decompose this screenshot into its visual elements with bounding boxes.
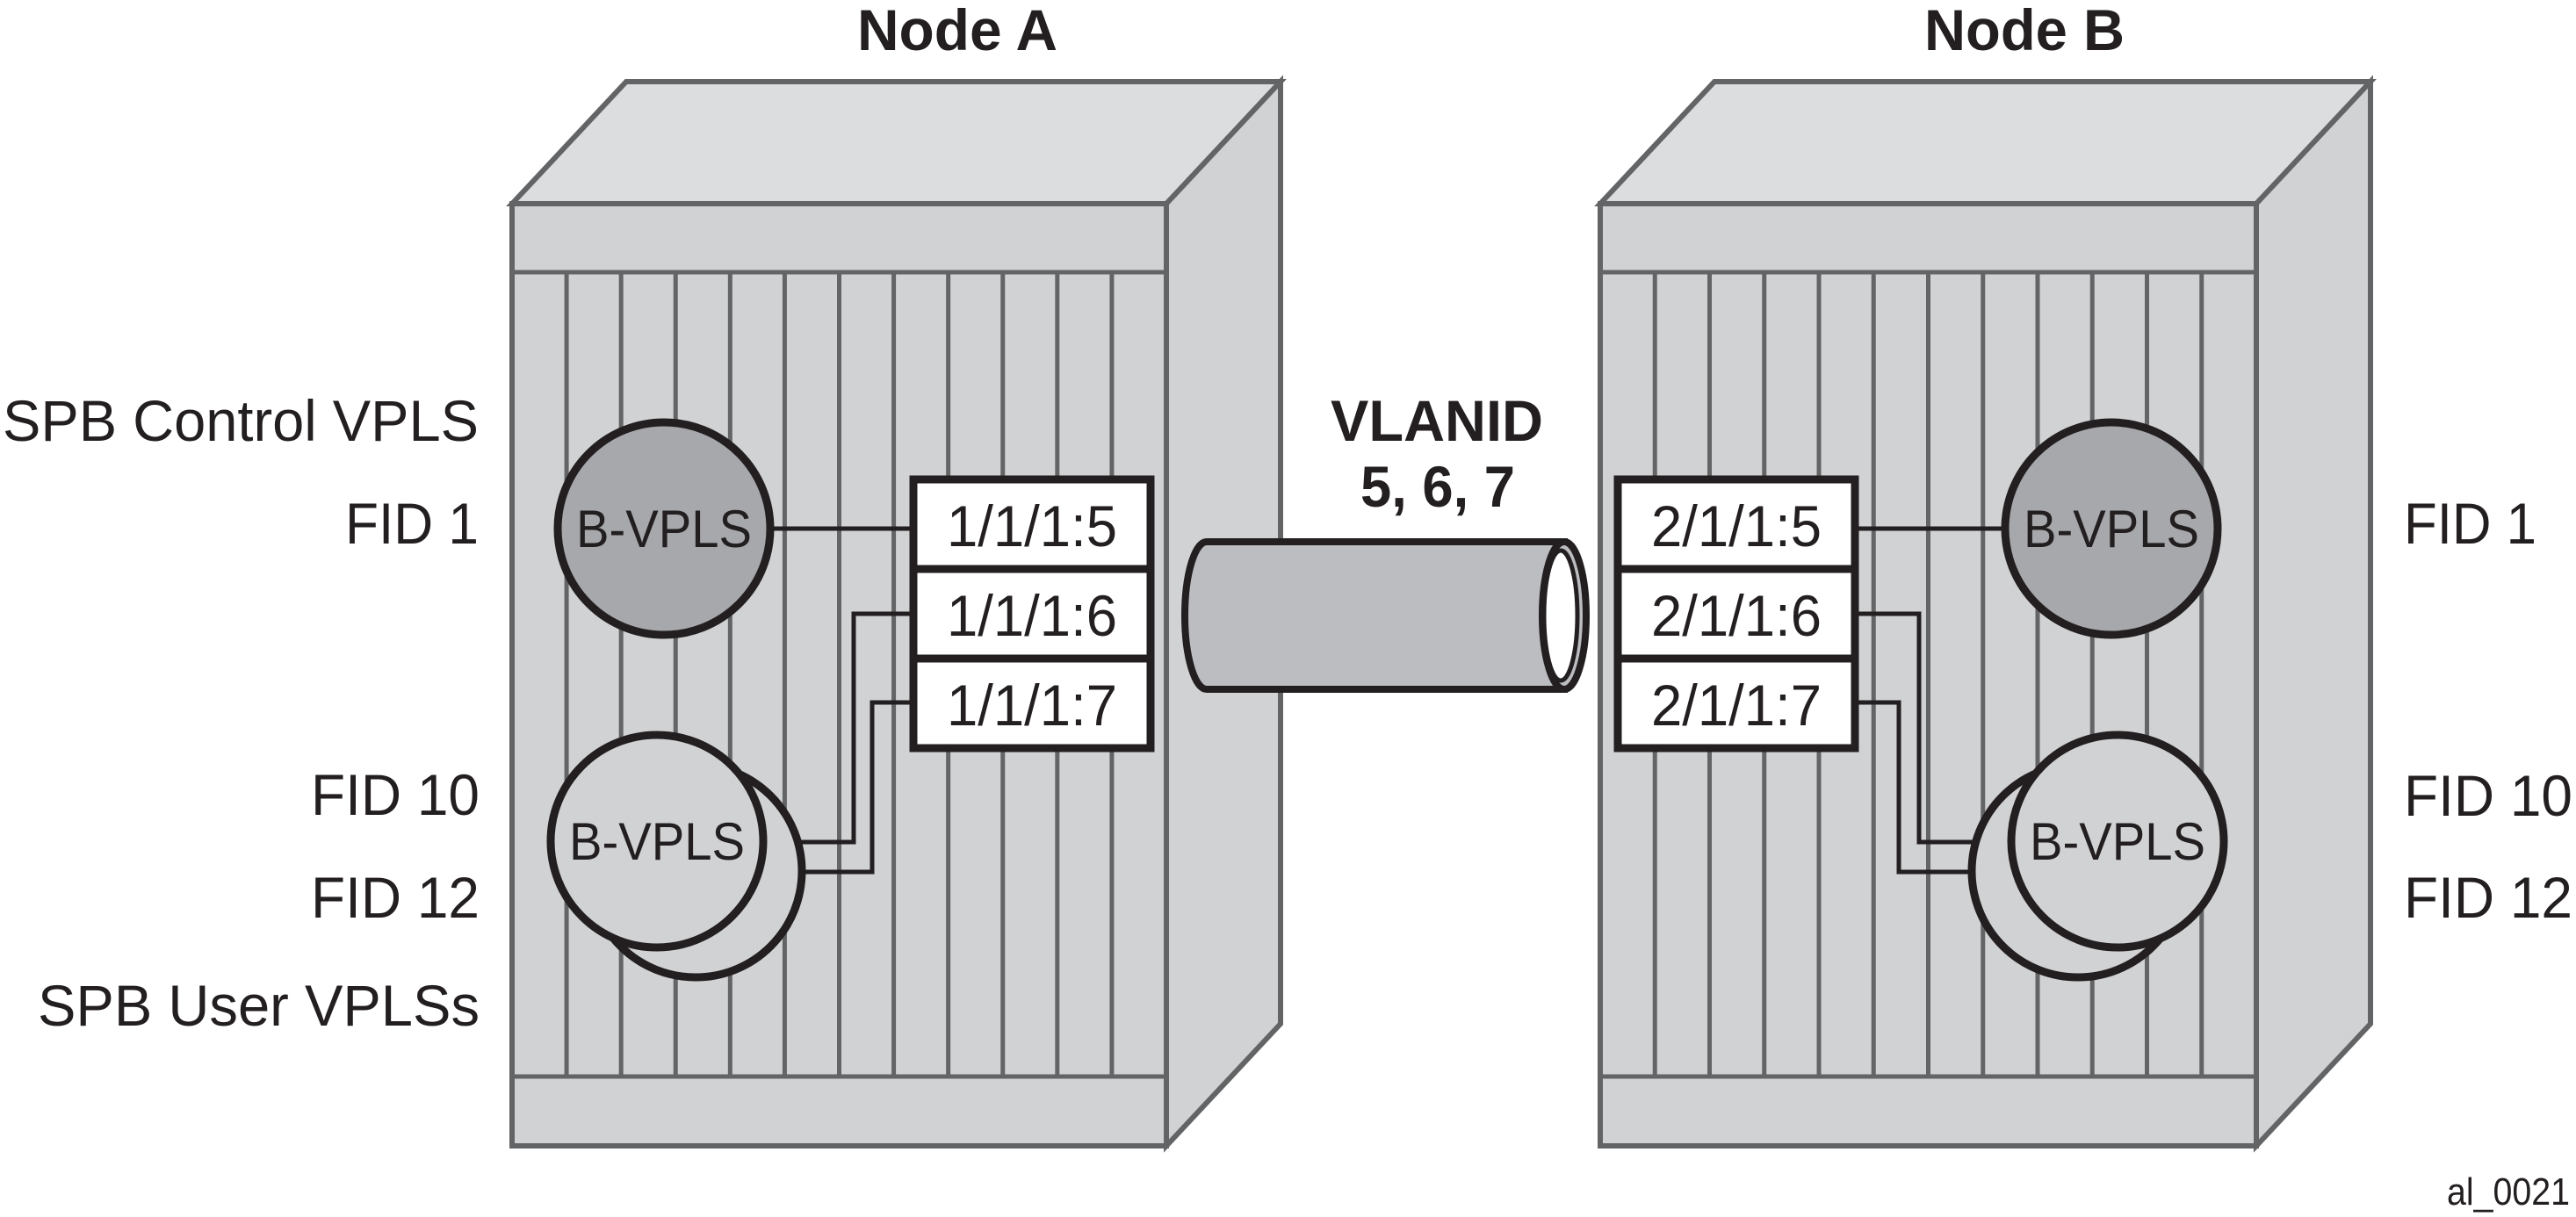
port-box — [909, 475, 1155, 573]
port-box — [1613, 475, 1859, 573]
node-b-control-vpls-circle — [2001, 418, 2222, 639]
port-row: 1/1/1:5 — [909, 475, 1155, 573]
node-b-port-group: 2/1/1:5 2/1/1:6 2/1/1:7 — [1613, 475, 1859, 753]
link-vlanid-title: VLANID — [1331, 388, 1543, 453]
node-a-user-vpls-circle-front — [546, 731, 768, 952]
spb-control-vpls-label: SPB Control VPLS — [3, 388, 479, 453]
wire-node-a-port6 — [761, 611, 910, 845]
figure-id: al_0021 — [2447, 1170, 2570, 1213]
port-groups: 1/1/1:51/1/1:61/1/1:72/1/1:52/1/1:62/1/1… — [909, 475, 1859, 753]
port-box — [1613, 654, 1859, 753]
port-box — [909, 565, 1155, 663]
spb-user-vpls-label: SPB User VPLSs — [38, 973, 480, 1038]
node-b-user-vpls-label: B-VPLS — [2030, 812, 2205, 871]
connection-wires — [761, 526, 2011, 875]
node-a-control-vpls-circle — [553, 418, 775, 639]
link-cylinder-opening — [1541, 548, 1580, 683]
port-box — [1613, 565, 1859, 663]
link-cylinder — [1181, 538, 1590, 693]
node-a-user-vpls-label: B-VPLS — [569, 812, 745, 871]
port-label: 2/1/1:6 — [1651, 583, 1822, 648]
node-a-fid-12-label: FID 12 — [311, 865, 480, 930]
wire-node-b-port7 — [1858, 700, 1972, 875]
node-b-title: Node B — [1924, 0, 2125, 62]
node-b-top-face — [1594, 79, 2377, 206]
port-box — [909, 654, 1155, 753]
port-label: 1/1/1:5 — [947, 493, 1117, 558]
port-row: 2/1/1:5 — [1613, 475, 1859, 573]
port-label: 2/1/1:5 — [1651, 493, 1822, 558]
wire-node-b-port6 — [1858, 611, 2011, 845]
link-vlan-list: 5, 6, 7 — [1360, 454, 1515, 519]
port-label: 1/1/1:6 — [947, 583, 1117, 648]
node-a-title: Node A — [857, 0, 1057, 62]
node-a-top-face — [506, 79, 1287, 206]
port-row: 1/1/1:7 — [909, 654, 1155, 753]
node-b-user-vpls-circle-front — [2007, 731, 2228, 952]
node-a-fid-1-label: FID 1 — [345, 491, 479, 556]
port-label: 1/1/1:7 — [947, 673, 1117, 738]
vpls-instances: B-VPLS B-VPLS B-VPLS B-VPLS — [546, 418, 2228, 982]
node-b-fid-10-label: FID 10 — [2404, 763, 2572, 828]
port-row: 2/1/1:6 — [1613, 565, 1859, 663]
node-a-control-vpls-label: B-VPLS — [576, 500, 752, 558]
node-a-port-group: 1/1/1:5 1/1/1:6 1/1/1:7 — [909, 475, 1155, 753]
node-a-fid-10-label: FID 10 — [311, 762, 480, 827]
node-b-side-face — [2254, 75, 2373, 1153]
port-row: 1/1/1:6 — [909, 565, 1155, 663]
port-row: 2/1/1:7 — [1613, 654, 1859, 753]
node-b-control-vpls-label: B-VPLS — [2024, 500, 2199, 558]
port-label: 2/1/1:7 — [1651, 673, 1822, 738]
node-b-fid-12-label: FID 12 — [2404, 865, 2572, 930]
wire-node-a-port7 — [799, 700, 910, 875]
link-cylinder-body — [1181, 538, 1568, 693]
node-b-fid-1-label: FID 1 — [2404, 491, 2536, 556]
